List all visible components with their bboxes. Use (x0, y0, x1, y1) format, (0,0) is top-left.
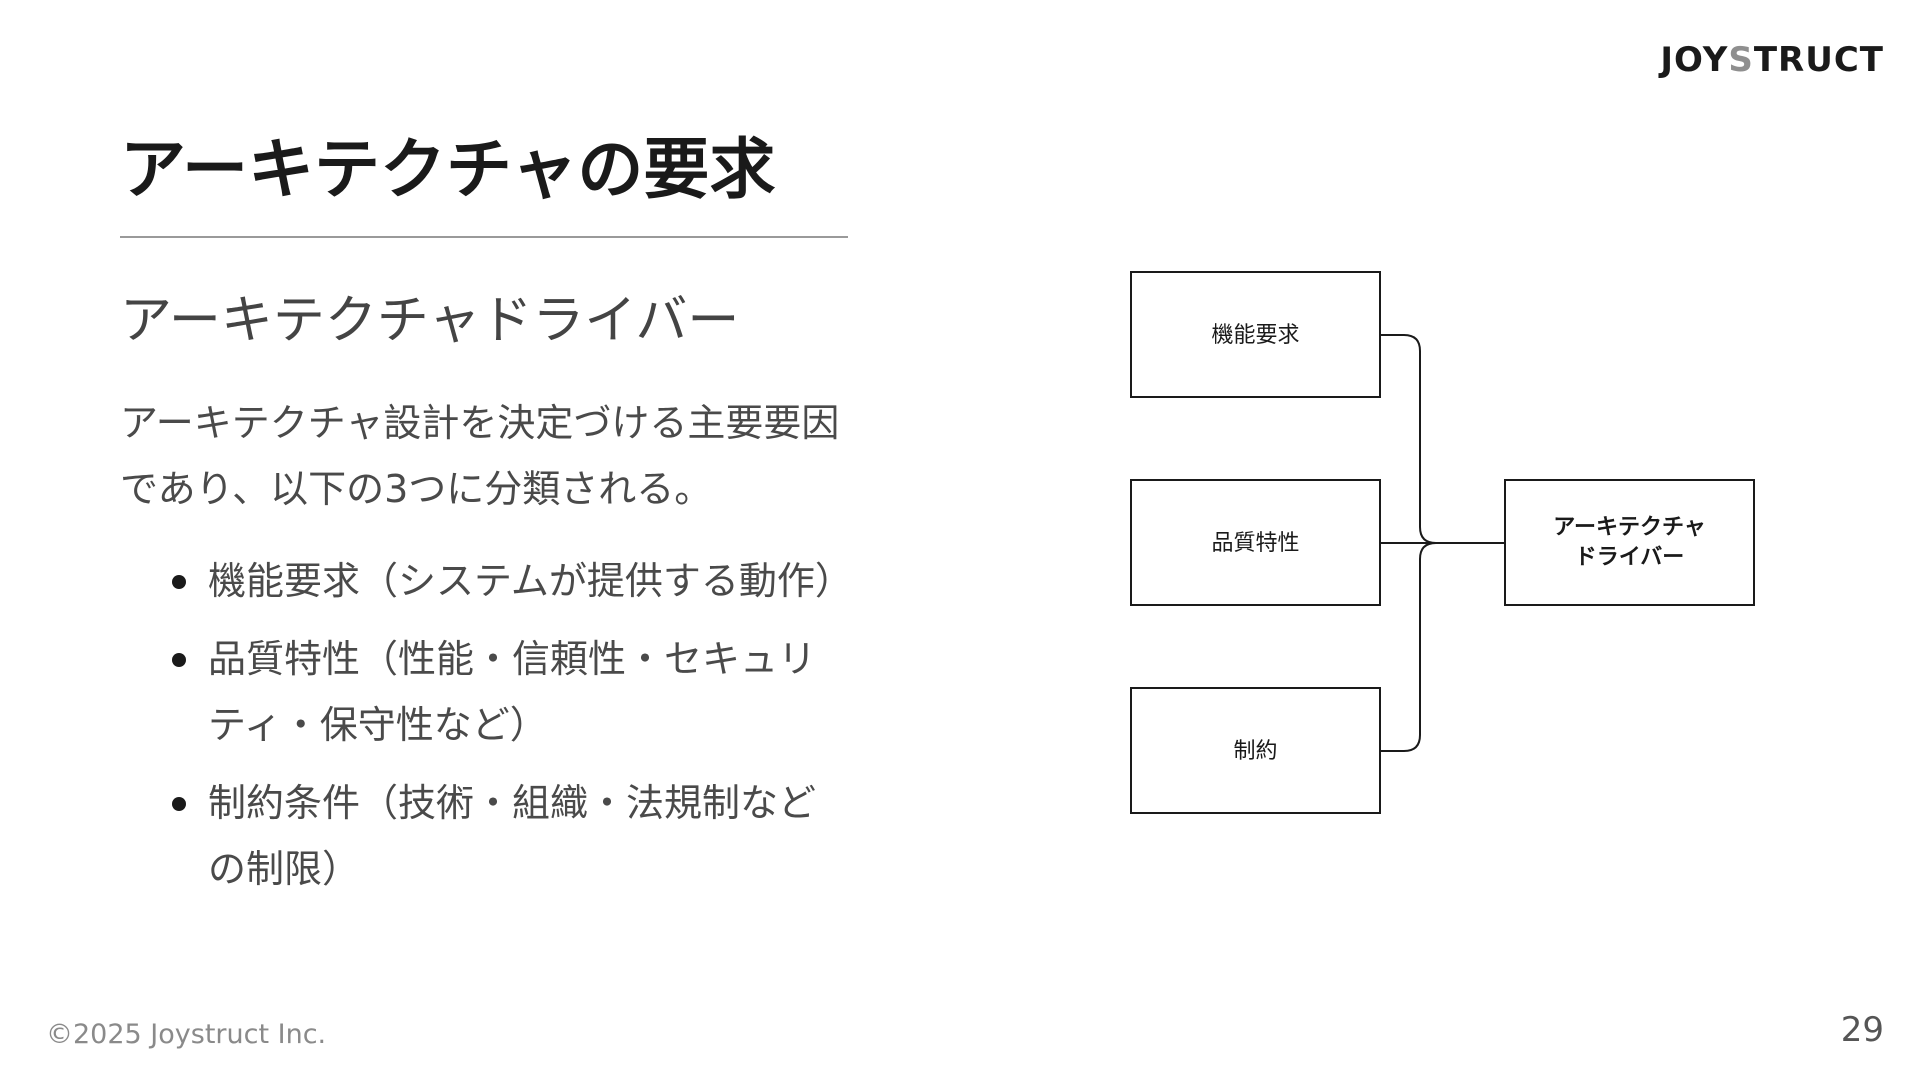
box-label-line1: アーキテクチャ (1553, 515, 1705, 540)
slide-title: アーキテクチャの要求 (120, 131, 776, 208)
bullet-icon (172, 575, 186, 589)
bullet-icon (172, 797, 186, 811)
box-constraints: 制約 (1130, 687, 1381, 814)
box-architecture-driver: アーキテクチャ ドライバー (1504, 479, 1755, 606)
box-label-line2: ドライバー (1575, 545, 1685, 570)
page-number: 29 (1840, 1010, 1884, 1050)
driver-diagram: 機能要求 品質特性 制約 アーキテクチャ ドライバー (1130, 270, 1770, 820)
logo-text-part2: S (1728, 40, 1754, 80)
box-quality-attributes: 品質特性 (1130, 479, 1381, 606)
box-functional-requirements: 機能要求 (1130, 271, 1381, 398)
list-item: 機能要求（システムが提供する動作） (120, 548, 853, 614)
box-label: 品質特性 (1211, 531, 1299, 556)
box-label: 制約 (1233, 739, 1277, 764)
list-item: 品質特性（性能・信頼性・セキュリティ・保守性など） (120, 626, 840, 758)
title-divider (120, 236, 848, 238)
bullet-text: 品質特性（性能・信頼性・セキュリティ・保守性など） (208, 637, 817, 747)
bullet-text: 機能要求（システムが提供する動作） (208, 559, 853, 603)
section-subtitle: アーキテクチャドライバー (120, 291, 740, 351)
logo-text-part1: JOY (1660, 40, 1729, 80)
connector-functional (1380, 334, 1505, 544)
box-label: 機能要求 (1211, 323, 1299, 348)
driver-list: 機能要求（システムが提供する動作） 品質特性（性能・信頼性・セキュリティ・保守性… (120, 548, 853, 914)
connector-constraint (1380, 542, 1505, 752)
company-logo: JOYSTRUCT (1660, 40, 1884, 80)
copyright-text: ©2025 Joystruct Inc. (46, 1019, 327, 1050)
logo-text-part3: TRUCT (1753, 40, 1884, 80)
list-item: 制約条件（技術・組織・法規制などの制限） (120, 770, 840, 902)
bullet-icon (172, 653, 186, 667)
bullet-text: 制約条件（技術・組織・法規制などの制限） (208, 781, 817, 891)
description-paragraph: アーキテクチャ設計を決定づける主要要因であり、以下の3つに分類される。 (120, 401, 840, 511)
